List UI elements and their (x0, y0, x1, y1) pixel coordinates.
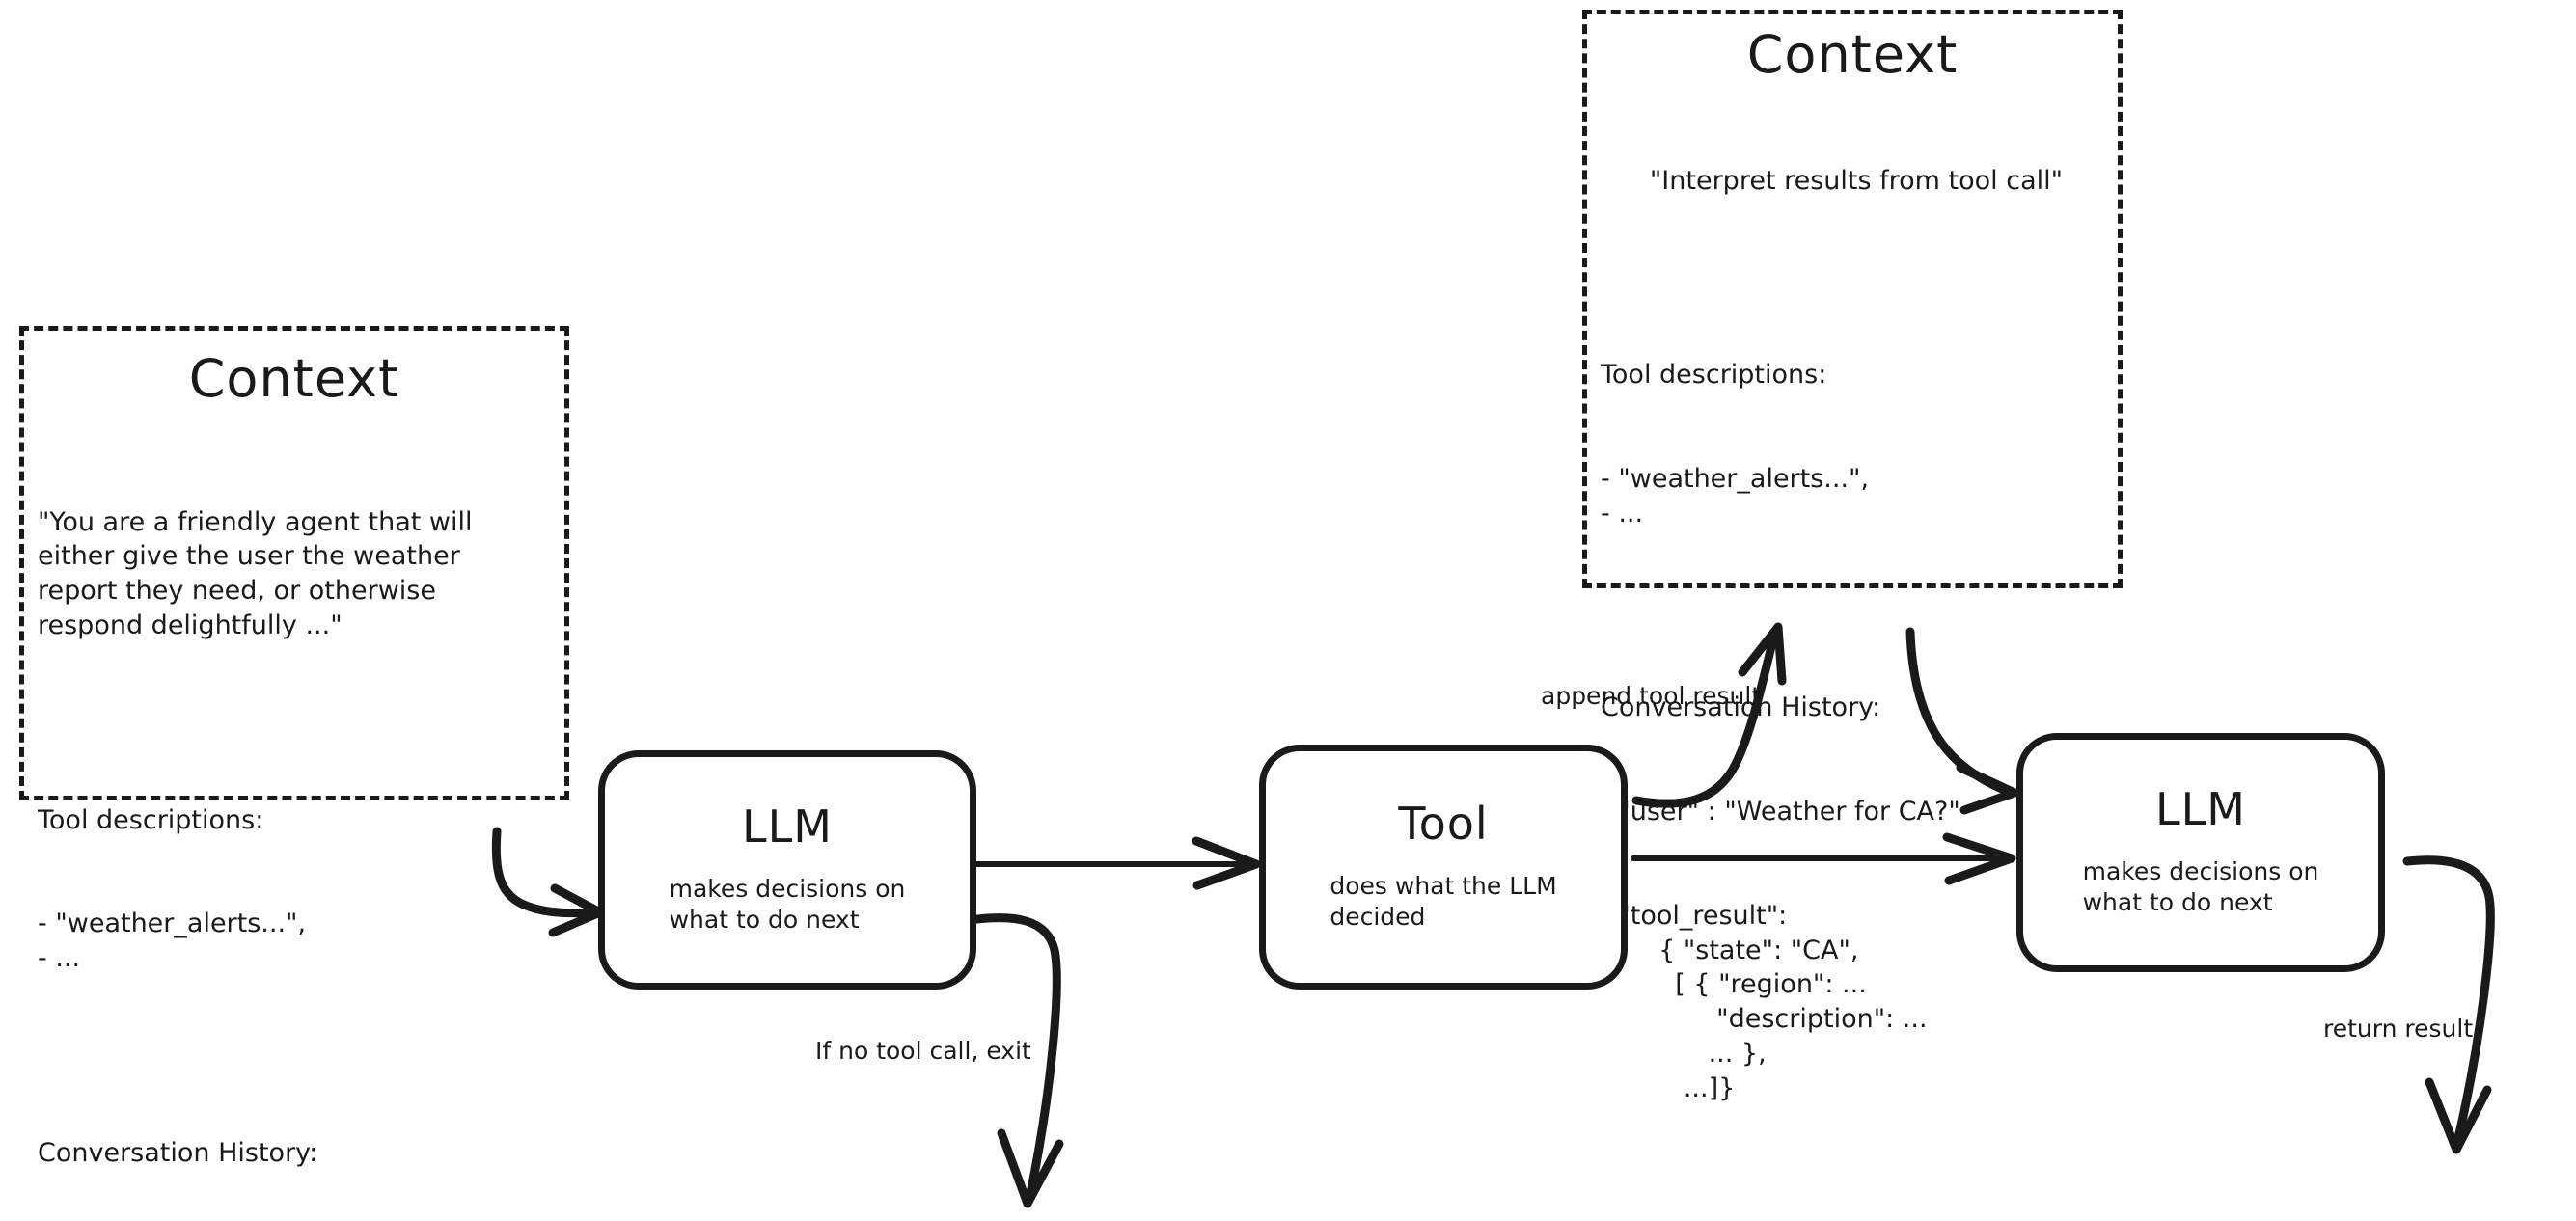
node-tool-subtitle: does what the LLM decided (1329, 872, 1557, 931)
edge-label-return: return result (2323, 1015, 2474, 1043)
node-llm-second-subtitle: makes decisions on what to do next (2082, 857, 2319, 916)
node-llm-first-subtitle: makes decisions on what to do next (669, 875, 906, 934)
spacer (1601, 267, 2112, 288)
node-llm-first[interactable]: LLM makes decisions on what to do next (598, 750, 976, 990)
context-left-history-header: Conversation History: (38, 1137, 318, 1168)
context-right-history-tool-result: - "tool_result": { "state": "CA", [ { "r… (1601, 900, 1928, 1104)
node-llm-second-title: LLM (2155, 783, 2246, 835)
spacer (38, 713, 539, 734)
node-llm-second[interactable]: LLM makes decisions on what to do next (2016, 733, 2385, 972)
context-left-system-prompt: "You are a friendly agent that will eith… (38, 506, 481, 641)
spacer (38, 1045, 539, 1067)
context-right-tool-header: Tool descriptions: (1601, 360, 1827, 391)
context-box-initial: Context "You are a friendly agent that w… (19, 326, 569, 1168)
edge-label-append: append tool result (1541, 682, 1762, 710)
context-right-system-prompt: "Interpret results from tool call" (1649, 165, 2064, 196)
context-left-title: Context (188, 348, 400, 409)
node-llm-first-title: LLM (742, 800, 833, 853)
spacer (1601, 600, 2112, 621)
node-tool-title: Tool (1398, 798, 1489, 850)
context-right-tool-items: - "weather_alerts...", - ... (1601, 463, 1870, 529)
context-box-after-tool: Context "Interpret results from tool cal… (1582, 10, 2123, 1103)
context-right-body: "Interpret results from tool call" Tool … (1601, 95, 2112, 1176)
context-left-body: "You are a friendly agent that will eith… (38, 436, 539, 1221)
arrow-return-result (2402, 855, 2495, 1154)
context-left-tool-items: - "weather_alerts...", - ... (38, 909, 307, 974)
arrow-llm-first-to-tool (973, 836, 1261, 890)
node-tool[interactable]: Tool does what the LLM decided (1259, 745, 1628, 990)
context-left-tool-header: Tool descriptions: (38, 804, 264, 835)
context-right-title: Context (1746, 24, 1959, 85)
edge-label-exit: If no tool call, exit (815, 1037, 1031, 1065)
